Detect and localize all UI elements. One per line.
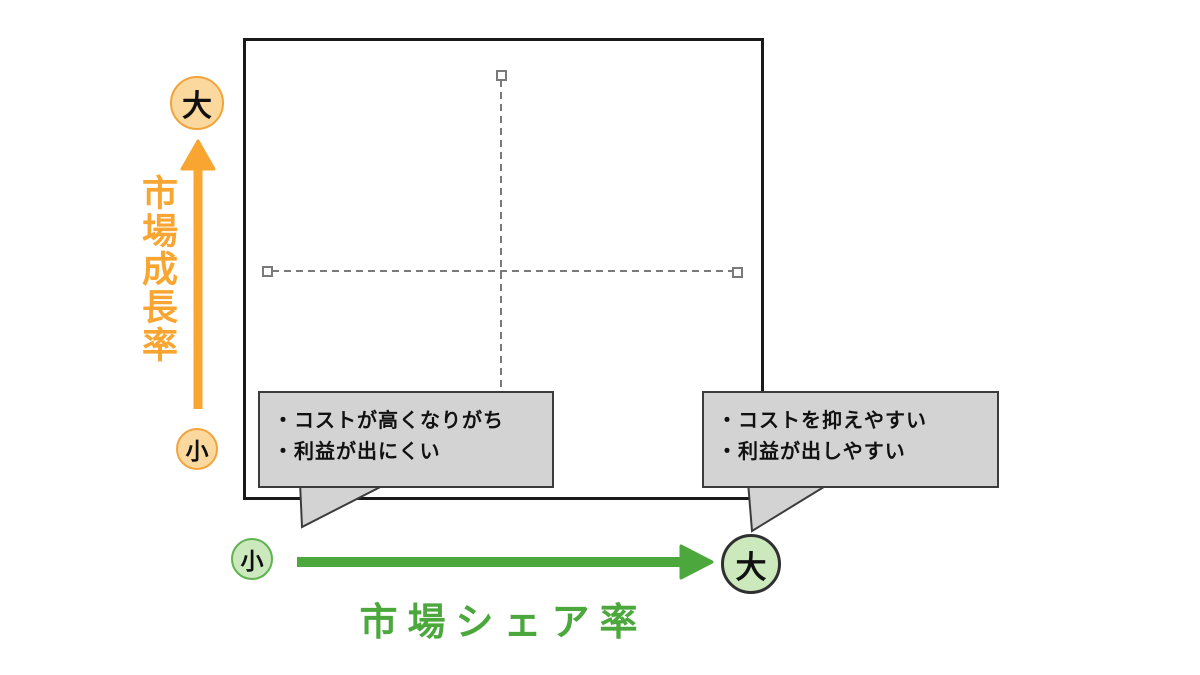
high-share-callout: ・コストを抑えやすい ・利益が出しやすい (702, 391, 999, 488)
y-axis-arrow-head (180, 139, 216, 171)
x-axis-low-badge: 小 (231, 538, 273, 580)
selection-handle-right (732, 267, 743, 278)
y-axis-low-badge: 小 (176, 428, 218, 470)
right-callout-tail (746, 481, 836, 533)
left-callout-tail (298, 481, 391, 529)
selection-handle-left (262, 266, 273, 277)
selection-handle-top (496, 70, 507, 81)
x-axis-arrow-head (679, 544, 714, 580)
callout-line: ・コストが高くなりがち (273, 410, 504, 432)
y-axis-high-badge: 大 (170, 76, 224, 130)
x-axis-title: 市場シェア率 (359, 602, 648, 644)
low-share-callout: ・コストが高くなりがち ・利益が出にくい (258, 391, 554, 488)
y-axis-title: 市場成長率 (137, 174, 178, 364)
callout-line: ・コストを抑えやすい (717, 410, 927, 432)
callout-line: ・利益が出しやすい (717, 441, 906, 463)
callout-line: ・利益が出にくい (273, 441, 441, 463)
x-axis-high-badge: 大 (721, 534, 781, 594)
